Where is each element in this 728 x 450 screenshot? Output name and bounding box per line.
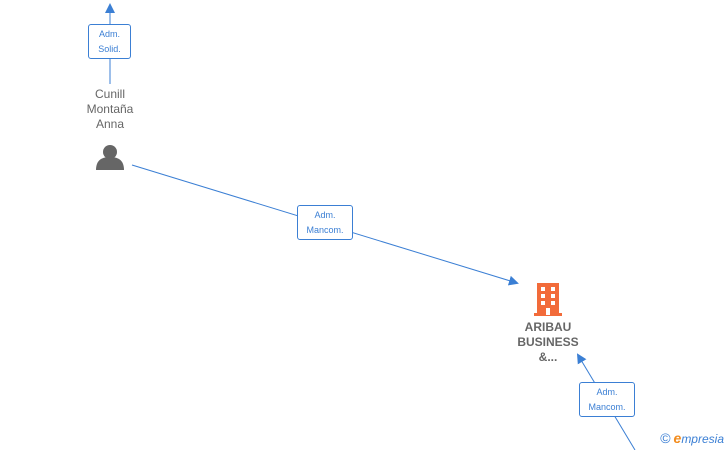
brand-logo: empresia — [674, 430, 724, 446]
person-name-line-2: Montaña — [86, 102, 134, 116]
brand-first-letter: e — [673, 430, 682, 446]
person-icon[interactable] — [96, 145, 124, 170]
person-name-line-3: Anna — [95, 117, 125, 131]
company-name-line-1: ARIBAU — [524, 320, 572, 334]
copyright-icon: © — [660, 430, 671, 446]
edge-label-line-1: Adm. — [98, 29, 120, 39]
person-name-line-1: Cunill — [94, 87, 125, 101]
company-name-line-2: BUSINESS — [517, 335, 579, 349]
empresia-branding: © empresia — [660, 430, 724, 446]
edge-label-line-2: Solid. — [98, 44, 121, 54]
edge-label-line-2: Mancom. — [306, 225, 344, 235]
edge-label-line-2: Mancom. — [588, 402, 626, 412]
company-name[interactable]: ARIBAU BUSINESS &... — [500, 320, 596, 365]
building-icon[interactable] — [534, 283, 562, 316]
edge-label-adm-mancom-1[interactable]: Adm. Mancom. — [297, 205, 353, 240]
person-name[interactable]: Cunill Montaña Anna — [70, 87, 150, 132]
edge-label-adm-mancom-2[interactable]: Adm. Mancom. — [579, 382, 635, 417]
edge-label-adm-solid[interactable]: Adm. Solid. — [88, 24, 131, 59]
brand-name: mpresia — [681, 432, 724, 446]
edge-label-line-1: Adm. — [596, 387, 618, 397]
edge-label-line-1: Adm. — [314, 210, 336, 220]
company-name-line-3: &... — [538, 350, 558, 364]
